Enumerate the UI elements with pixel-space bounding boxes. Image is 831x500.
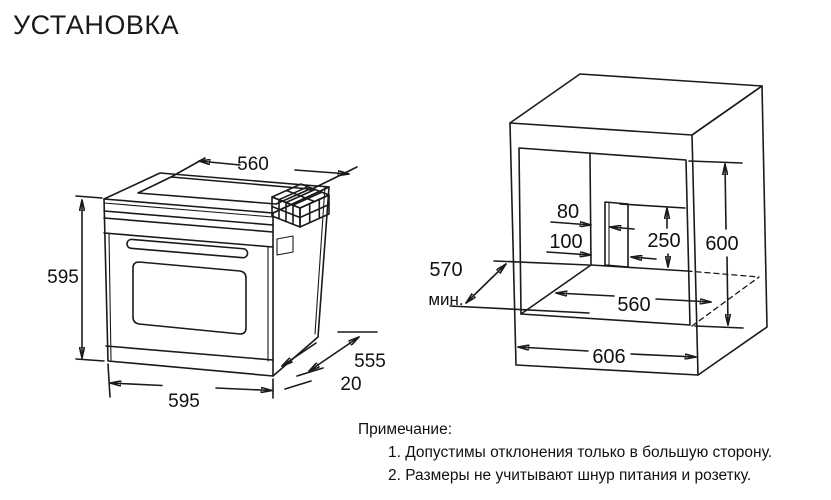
oven-control-panel bbox=[103, 202, 274, 362]
dim-oven-height bbox=[75, 195, 105, 362]
dim-oven-depth bbox=[282, 331, 378, 390]
dim-label-oven-height: 595 bbox=[47, 267, 79, 288]
dim-label-oven-protrusion: 20 bbox=[340, 374, 361, 395]
dim-oven-top-width bbox=[170, 157, 358, 191]
oven-top-platform bbox=[137, 176, 311, 205]
note-item-1: 1. Допустимы отклонения только в большую… bbox=[388, 444, 773, 461]
oven-door-window bbox=[105, 261, 274, 361]
dim-label-niche-height: 600 bbox=[705, 233, 738, 255]
page-title: УСТАНОВКА bbox=[13, 10, 180, 40]
dim-label-cutout-height: 250 bbox=[647, 230, 680, 252]
notes-heading: Примечание: bbox=[358, 421, 453, 438]
dim-niche-width bbox=[556, 293, 711, 302]
dim-label-oven-bottom-width: 595 bbox=[168, 391, 200, 412]
dim-cutout-width bbox=[550, 222, 635, 229]
notes-block: Примечание: 1. Допустимы отклонения толь… bbox=[358, 418, 828, 487]
dim-niche-height bbox=[688, 160, 744, 329]
cabinet-niche bbox=[518, 147, 760, 327]
cabinet-cable-cutout bbox=[604, 201, 629, 268]
oven-side-bracket bbox=[276, 235, 294, 256]
dim-label-niche-depth-suffix: мин. bbox=[428, 290, 463, 309]
dim-overall-width bbox=[518, 347, 696, 357]
dim-label-niche-depth-value: 570 bbox=[429, 259, 462, 281]
cabinet-outline bbox=[509, 73, 768, 376]
dim-cutout-height bbox=[619, 203, 686, 267]
dim-label-cutout-width: 80 bbox=[557, 201, 579, 223]
dim-label-niche-width: 560 bbox=[617, 294, 650, 316]
cabinet-drawing: 80 100 250 600 bbox=[428, 73, 768, 376]
dim-label-cutout-offset: 100 bbox=[549, 231, 582, 253]
oven-drawing: 560 595 595 bbox=[47, 154, 386, 412]
oven-door-handle bbox=[126, 238, 249, 259]
dim-label-overall-width: 606 bbox=[592, 346, 625, 368]
dim-cutout-offset bbox=[546, 251, 657, 259]
dim-label-oven-top-width: 560 bbox=[237, 154, 269, 175]
dim-label-oven-depth: 555 bbox=[354, 351, 386, 372]
dim-niche-depth bbox=[449, 260, 590, 314]
note-item-2: 2. Размеры не учитывают шнур питания и р… bbox=[388, 467, 752, 484]
dim-oven-bottom-width bbox=[107, 363, 274, 399]
oven-vent-grille bbox=[271, 183, 330, 228]
